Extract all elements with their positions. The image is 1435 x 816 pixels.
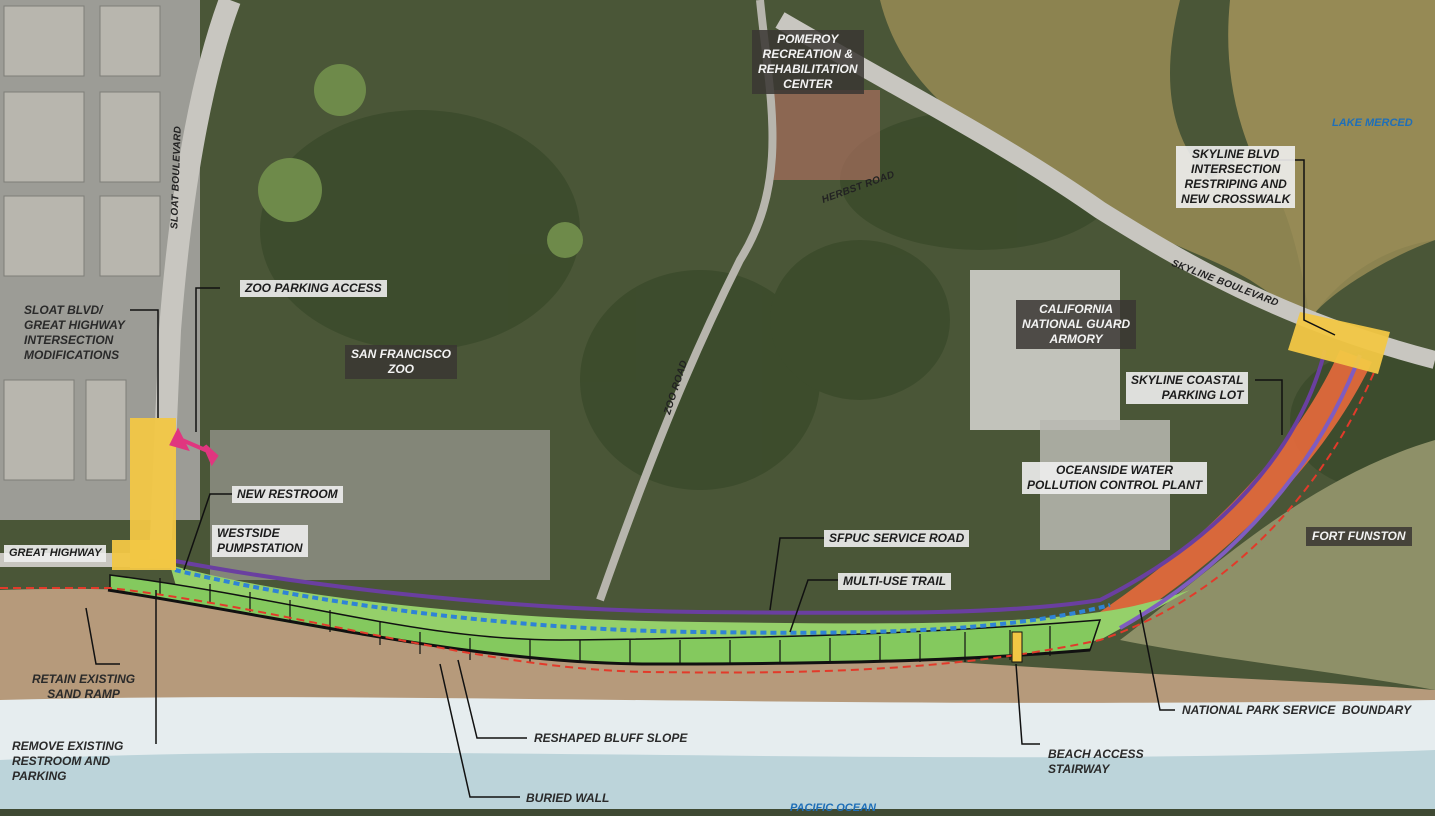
label-skyline-intersection: SKYLINE BLVD INTERSECTION RESTRIPING AND…: [1176, 146, 1296, 208]
label-national-guard: CALIFORNIA NATIONAL GUARD ARMORY: [1016, 300, 1137, 349]
beach-access-stairway: [1011, 631, 1023, 663]
label-buried-wall: BURIED WALL: [526, 791, 610, 805]
pomeroy-buildings: [770, 90, 880, 180]
sloat-great-highway-crossing: [112, 540, 176, 570]
label-sfpuc-service-road: SFPUC SERVICE ROAD: [824, 530, 970, 547]
label-pomeroy: POMEROY RECREATION & REHABILITATION CENT…: [752, 30, 864, 94]
label-fort-funston: FORT FUNSTON: [1306, 527, 1412, 546]
label-zoo-parking-access: ZOO PARKING ACCESS: [240, 280, 387, 297]
lawns: [258, 64, 583, 258]
skyline-coastal-parking-lot: [1100, 350, 1372, 620]
armory-building: [970, 270, 1120, 430]
label-sloat-intersection: SLOAT BLVD/ GREAT HIGHWAY INTERSECTION M…: [24, 303, 125, 362]
label-multi-use-trail: MULTI-USE TRAIL: [838, 573, 952, 590]
sfpuc-road-parking-edge: [1119, 354, 1362, 630]
buried-wall-line: [107, 588, 1091, 666]
skyline-intersection-area: [1288, 312, 1390, 374]
nps-boundary-line: [0, 369, 1376, 674]
label-retain-sand-ramp: RETAIN EXISTING SAND RAMP: [32, 672, 136, 701]
fort-funston-bluff: [1120, 440, 1435, 690]
city-blocks: [3, 5, 161, 481]
blue-dashed-trail: [174, 568, 1111, 635]
sfpuc-service-road-line: [169, 349, 1327, 615]
ocean-water: [0, 750, 1435, 809]
label-great-highway: GREAT HIGHWAY: [4, 545, 107, 562]
leader-lines: [85, 159, 1336, 798]
label-oceanside-plant: OCEANSIDE WATER POLLUTION CONTROL PLANT: [1022, 462, 1208, 494]
label-san-francisco-zoo: SAN FRANCISCO ZOO: [345, 345, 458, 379]
label-remove-restroom: REMOVE EXISTING RESTROOM AND PARKING: [12, 739, 124, 783]
label-lake-merced: LAKE MERCED: [1332, 117, 1413, 129]
lake-merced-north-water: [1228, 0, 1435, 320]
label-skyline-coastal-parking: SKYLINE COASTAL PARKING LOT: [1126, 372, 1249, 404]
zoo-road: [596, 0, 777, 602]
zoo-access-arrow: [169, 427, 219, 467]
label-beach-access-stairway: BEACH ACCESS STAIRWAY: [1048, 747, 1144, 776]
label-new-restroom: NEW RESTROOM: [232, 486, 343, 503]
label-westside-pumpstation: WESTSIDE PUMPSTATION: [212, 525, 308, 557]
zoo-parking-area: [210, 430, 550, 580]
label-reshaped-bluff: RESHAPED BLUFF SLOPE: [534, 731, 688, 745]
label-nps-boundary: NATIONAL PARK SERVICE BOUNDARY: [1182, 703, 1412, 717]
sloat-boulevard-road: [149, 0, 241, 561]
